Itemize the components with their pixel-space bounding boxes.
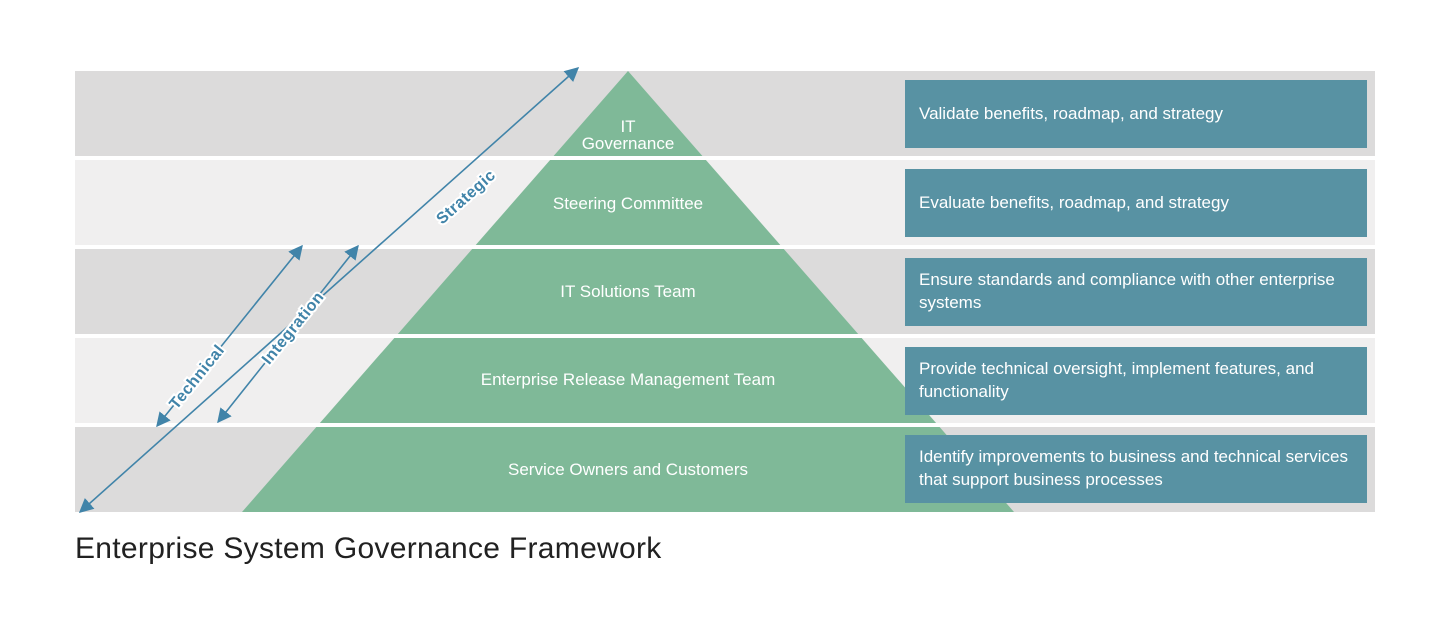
pyramid-level-label-enterprise-release-management-team: Enterprise Release Management Team <box>480 370 776 389</box>
description-box-5: Identify improvements to business and te… <box>905 435 1367 503</box>
description-text-1: Validate benefits, roadmap, and strategy <box>919 103 1223 123</box>
description-text-4: Provide technical oversight, implement f… <box>919 359 1314 401</box>
description-box-2: Evaluate benefits, roadmap, and strategy <box>905 169 1367 237</box>
diagram-title: Enterprise System Governance Framework <box>75 532 662 565</box>
level-separator-4 <box>75 423 1375 427</box>
technical-label: Technical <box>167 342 229 413</box>
description-text-5: Identify improvements to business and te… <box>919 447 1348 489</box>
level-separator-2 <box>75 245 1375 249</box>
pyramid-level-label-it-solutions-team: IT Solutions Team <box>560 282 696 301</box>
pyramid-level-label-service-owners-and-customers: Service Owners and Customers <box>508 460 748 479</box>
description-box-3: Ensure standards and compliance with oth… <box>905 258 1367 326</box>
description-text-2: Evaluate benefits, roadmap, and strategy <box>919 192 1229 212</box>
technical-arrow <box>156 244 303 428</box>
pyramid-level-label-steering-committee: Steering Committee <box>552 194 704 213</box>
pyramid-level-label-it-governance: IT Governance <box>581 117 675 153</box>
description-box-1: Validate benefits, roadmap, and strategy <box>905 80 1367 148</box>
integration-label: Integration <box>259 289 328 368</box>
level-separator-1 <box>75 156 1375 160</box>
level-separator-3 <box>75 334 1375 338</box>
description-text-3: Ensure standards and compliance with oth… <box>919 270 1335 312</box>
description-box-4: Provide technical oversight, implement f… <box>905 347 1367 415</box>
